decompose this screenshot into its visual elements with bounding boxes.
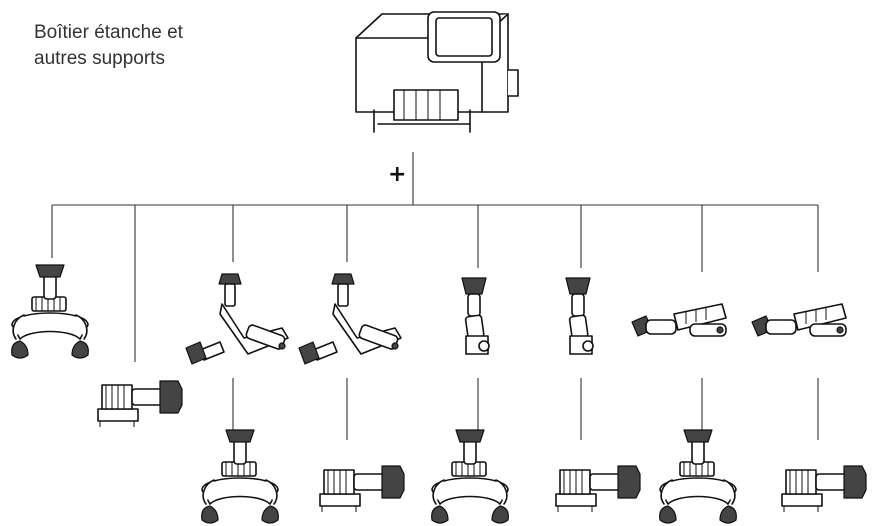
buckle-mount [319,465,405,513]
handlebar-clamp-mount [430,429,510,524]
plus-sign: + [388,162,407,187]
handlebar-clamp-mount [10,264,90,359]
buckle-mount [97,380,183,428]
buckle-mount [555,465,641,513]
waterproof-housing [355,11,519,133]
straight-pivot-arm [565,277,594,355]
angled-pivot-arm [185,273,289,365]
title-line-2: autres supports [34,48,165,69]
handlebar-clamp-mount [200,429,280,524]
diagram-title: Boîtier étanche et autres supports [34,20,183,72]
angled-pivot-arm [298,273,402,365]
flat-extension-arm [631,303,727,337]
title-line-1: Boîtier étanche et [34,22,183,43]
flat-extension-arm [751,303,847,337]
buckle-mount [781,465,867,513]
handlebar-clamp-mount [658,429,738,524]
straight-pivot-arm [461,277,490,355]
